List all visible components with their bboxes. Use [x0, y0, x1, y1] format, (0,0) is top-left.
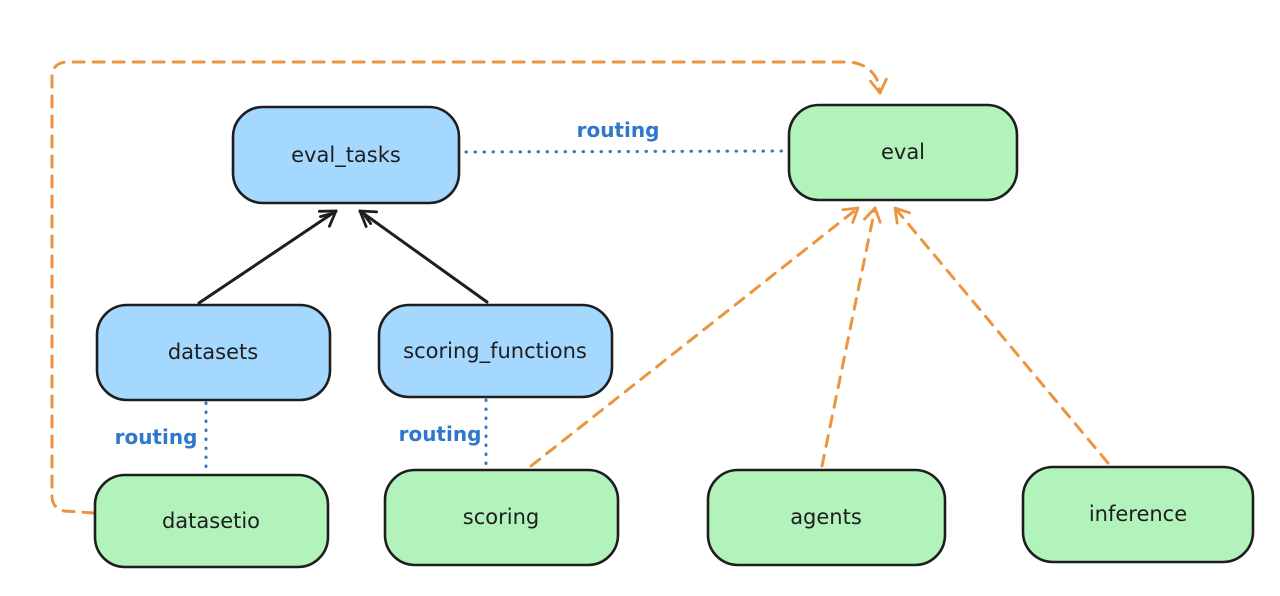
node-datasetio-shape	[93, 473, 330, 569]
node-datasets: datasets	[95, 303, 332, 402]
node-eval-tasks-shape	[231, 105, 461, 205]
node-eval-label: eval	[881, 140, 925, 164]
node-scoring-functions-shape	[377, 303, 614, 399]
node-agents: agents	[706, 468, 947, 567]
node-scoring-label: scoring	[463, 505, 539, 529]
node-scoring: scoring	[383, 468, 620, 567]
routing-label-top: routing	[577, 118, 660, 142]
edge-inference-to-eval	[893, 206, 1110, 465]
edge-routing-eval-tasks-eval	[464, 149, 786, 154]
node-agents-label: agents	[790, 505, 862, 529]
node-datasets-shape	[95, 303, 332, 402]
edge-scoring-functions-to-eval-tasks	[358, 209, 489, 304]
edge-datasetio-to-eval	[50, 60, 888, 515]
node-scoring-shape	[383, 468, 620, 567]
node-datasetio-label: datasetio	[162, 509, 260, 533]
node-eval-tasks-label: eval_tasks	[291, 143, 401, 168]
edge-agents-to-eval	[820, 206, 882, 468]
edge-scoring-to-eval	[529, 206, 860, 468]
node-eval: eval	[787, 103, 1019, 202]
node-scoring-functions-label: scoring_functions	[403, 339, 587, 364]
node-eval-tasks: eval_tasks	[231, 105, 461, 205]
routing-label-datasetio: routing	[115, 425, 198, 449]
routing-label-scoring: routing	[399, 422, 482, 446]
node-scoring-functions: scoring_functions	[377, 303, 614, 399]
node-inference: inference	[1021, 465, 1255, 564]
node-agents-shape	[706, 468, 947, 567]
node-datasetio: datasetio	[93, 473, 330, 569]
node-datasets-label: datasets	[168, 340, 258, 364]
node-inference-label: inference	[1089, 502, 1187, 526]
edge-datasets-to-eval-tasks	[197, 209, 338, 305]
node-inference-shape	[1021, 465, 1255, 564]
node-eval-shape	[787, 103, 1019, 202]
